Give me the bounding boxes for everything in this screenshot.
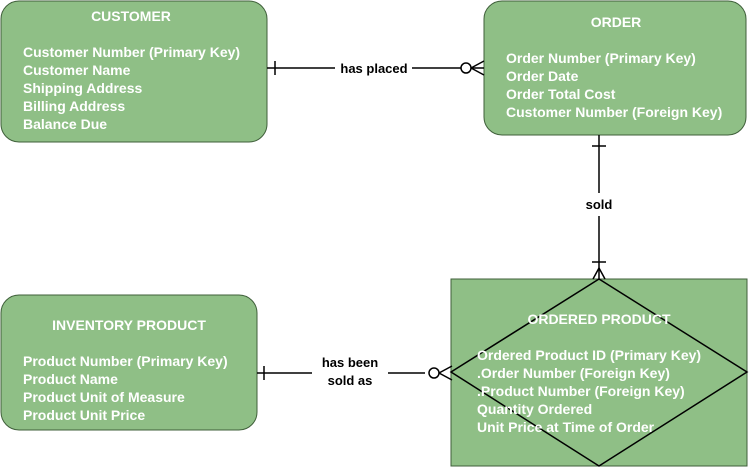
- relationship-has-placed: has placed: [267, 60, 485, 76]
- zero-optional-circle: [460, 62, 472, 74]
- customer-attribute: Billing Address: [23, 98, 125, 114]
- ordered-product-attribute: Unit Price at Time of Order: [477, 419, 655, 435]
- ordered-product-title: ORDERED PRODUCT: [527, 311, 671, 327]
- entity-order[interactable]: ORDER Order Number (Primary Key) Order D…: [483, 0, 747, 136]
- ordered-product-diamond: [449, 278, 749, 467]
- entity-customer[interactable]: CUSTOMER Customer Number (Primary Key) C…: [0, 0, 268, 143]
- relationship-sold: sold: [586, 135, 613, 280]
- ordered-product-attribute: .Order Number (Foreign Key): [477, 365, 670, 381]
- ordered-product-attribute: Ordered Product ID (Primary Key): [477, 347, 701, 363]
- inventory-product-attribute: Product Unit Price: [23, 407, 145, 423]
- order-attribute: Order Date: [506, 68, 579, 84]
- entity-inventory-product[interactable]: INVENTORY PRODUCT Product Number (Primar…: [0, 294, 258, 431]
- crows-foot-line: [438, 365, 453, 374]
- inventory-product-title: INVENTORY PRODUCT: [52, 317, 206, 333]
- relationship-label: sold as: [328, 373, 373, 388]
- relationship-label: sold: [586, 197, 613, 212]
- ordered-product-attribute: .Product Number (Foreign Key): [477, 383, 685, 399]
- customer-box: [0, 0, 268, 143]
- order-attribute: Order Number (Primary Key): [506, 50, 696, 66]
- order-attribute: Order Total Cost: [506, 86, 616, 102]
- crows-foot-line: [438, 372, 453, 381]
- crows-foot-line: [470, 60, 485, 69]
- customer-attribute: Shipping Address: [23, 80, 142, 96]
- customer-attribute: Customer Name: [23, 62, 131, 78]
- inventory-product-attribute: Product Unit of Measure: [23, 389, 185, 405]
- ordered-product-attribute: Quantity Ordered: [477, 401, 592, 417]
- label-background: [312, 352, 388, 390]
- crows-foot-line: [470, 67, 485, 76]
- entity-ordered-product[interactable]: ORDERED PRODUCT Ordered Product ID (Prim…: [449, 278, 749, 467]
- customer-attribute: Customer Number (Primary Key): [23, 44, 240, 60]
- customer-attribute: Balance Due: [23, 116, 107, 132]
- customer-title: CUSTOMER: [91, 8, 171, 24]
- inventory-product-attribute: Product Number (Primary Key): [23, 353, 228, 369]
- inventory-product-attribute: Product Name: [23, 371, 118, 387]
- order-attribute: Customer Number (Foreign Key): [506, 104, 722, 120]
- inventory-product-box: [0, 294, 258, 431]
- crows-foot-line: [592, 267, 600, 280]
- crows-foot-line: [598, 267, 606, 280]
- relationship-label: has placed: [340, 61, 407, 76]
- zero-optional-circle: [428, 367, 440, 379]
- relationship-label: has been: [322, 355, 378, 370]
- relationship-has-been-sold-as: has been sold as: [257, 352, 453, 390]
- order-title: ORDER: [591, 14, 642, 30]
